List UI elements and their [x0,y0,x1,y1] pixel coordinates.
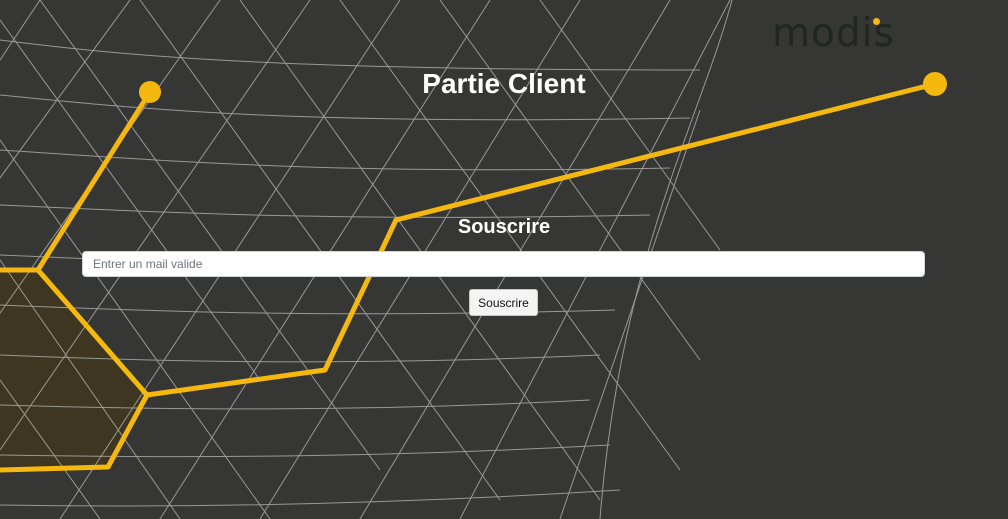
line-endpoint-dot-left [139,81,161,103]
logo-accent-dot [873,18,880,25]
line-endpoint-dot-right [923,72,947,96]
subscribe-button[interactable]: Souscrire [469,289,538,316]
highlight-lines [0,81,938,473]
email-input[interactable] [82,251,925,277]
highlight-hexagon [0,270,147,470]
page-title: Partie Client [422,68,586,99]
wire-mesh [0,0,733,519]
subscribe-heading: Souscrire [457,216,551,238]
